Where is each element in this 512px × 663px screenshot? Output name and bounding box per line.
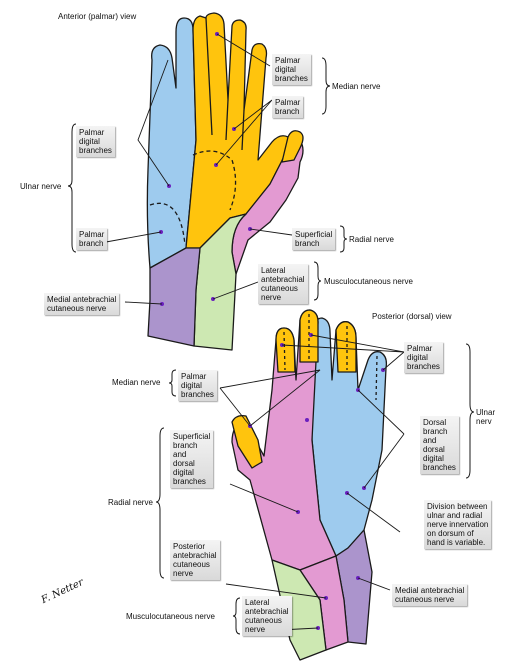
label-radial-nerve-posterior: Radial nerve (108, 498, 153, 507)
label-lateral-antebrachial-posterior: Lateral antebrachial cutaneous nerve (242, 596, 292, 636)
label-palmar-digital-branches-right: Palmar digital branches (404, 342, 443, 373)
dot (296, 510, 300, 514)
label-superficial-branch-dorsal: Superficial branch and dorsal digital br… (170, 430, 213, 488)
label-medial-antebrachial-anterior: Medial antebrachial cutaneous nerve (44, 293, 119, 315)
label-palmar-digital-branches-left: Palmar digital branches (178, 370, 217, 401)
label-posterior-antebrachial: Posterior antebrachial cutaneous nerve (170, 540, 220, 580)
label-radial-nerve-anterior: Radial nerve (349, 235, 394, 244)
label-lateral-antebrachial-anterior: Lateral antebrachial cutaneous nerve (258, 264, 308, 304)
label-ulnar-nerve-anterior: Ulnar nerve (20, 182, 61, 191)
label-palmar-branch-median: Palmar branch (272, 96, 303, 118)
label-superficial-branch-anterior: Superficial branch (292, 228, 335, 250)
label-median-nerve-anterior: Median nerve (332, 82, 380, 91)
anterior-view-title: Anterior (palmar) view (58, 12, 136, 21)
label-musculocutaneous-nerve-anterior: Musculocutaneous nerve (324, 277, 413, 286)
label-palmar-branch-ulnar: Palmar branch (76, 228, 107, 250)
label-ulnar-nerve-posterior: Ulnar nerv (476, 408, 512, 426)
label-musculocutaneous-nerve-posterior: Musculocutaneous nerve (126, 612, 215, 621)
dot (305, 418, 309, 422)
label-division-note: Division between ulnar and radial nerve … (424, 500, 491, 549)
label-dorsal-branch: Dorsal branch and dorsal digital branche… (420, 416, 459, 474)
label-median-nerve-posterior: Median nerve (112, 378, 160, 387)
label-medial-antebrachial-posterior: Medial antebrachial cutaneous nerve (392, 584, 467, 606)
label-palmar-digital-branches-ulnar: Palmar digital branches (76, 126, 115, 157)
posterior-view-title: Posterior (dorsal) view (372, 312, 452, 321)
label-palmar-digital-branches-median: Palmar digital branches (272, 54, 311, 85)
